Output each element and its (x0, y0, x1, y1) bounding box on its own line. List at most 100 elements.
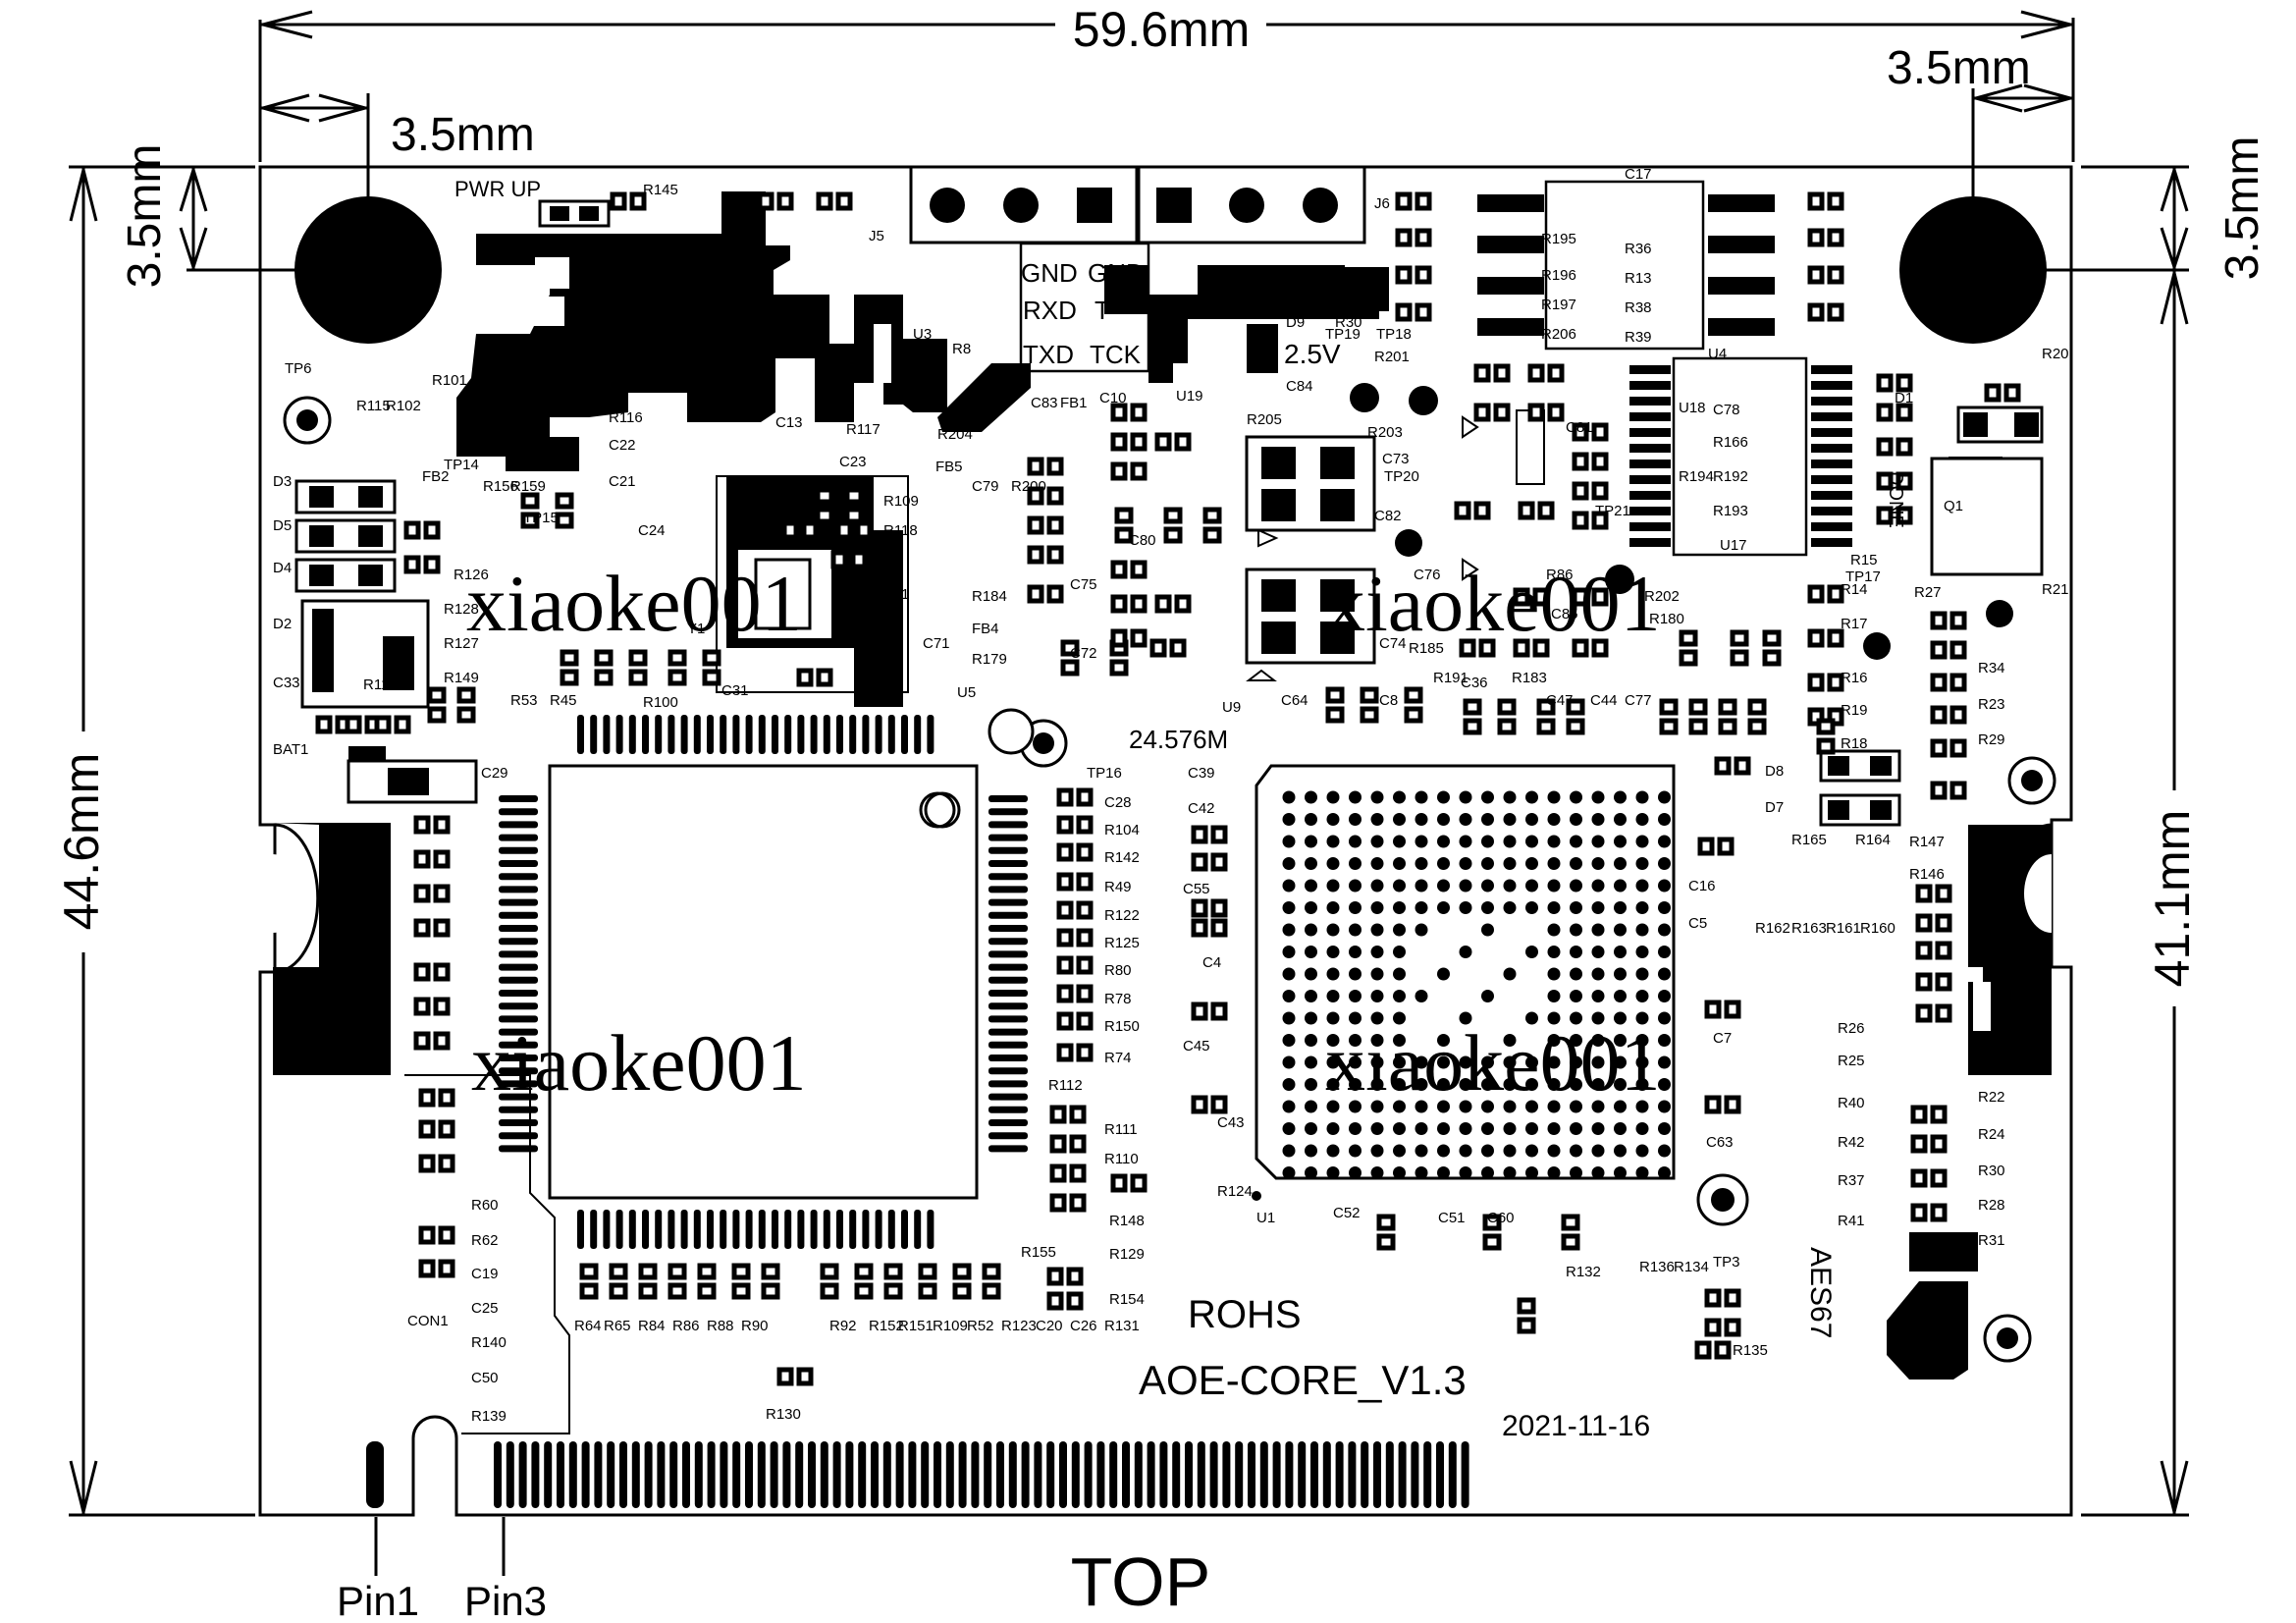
component-label: TP19 (1325, 326, 1361, 343)
component-label: R110 (1104, 1151, 1139, 1167)
component-label: C83 (1031, 395, 1058, 411)
component-label: R109 (933, 1318, 968, 1334)
component-label: R28 (1978, 1197, 2005, 1214)
component-label: D3 (273, 473, 292, 490)
component-label: D5 (273, 517, 292, 534)
component-label: R80 (1104, 962, 1132, 979)
component-label: R151 (898, 1318, 934, 1334)
component-label: R84 (638, 1318, 666, 1334)
component-label: R128 (444, 601, 479, 618)
component-label: R53 (510, 692, 538, 709)
done-label: DONE (1885, 471, 1906, 528)
component-label: C50 (471, 1370, 499, 1386)
component-label: R156 (483, 478, 518, 495)
header-j5 (909, 165, 1139, 244)
component-label: R197 (1541, 297, 1576, 313)
component-label: C79 (972, 478, 999, 495)
dim-hole-right-x: 3.5mm (1887, 42, 2031, 94)
component-label: R148 (1109, 1213, 1145, 1229)
component-label: C26 (1070, 1318, 1097, 1334)
component-label: R37 (1838, 1172, 1865, 1189)
component-label: C73 (1382, 451, 1410, 467)
dim-height: 44.6mm (54, 753, 109, 931)
mounting-hole-right (1899, 196, 2047, 344)
component-label: U9 (1222, 699, 1241, 716)
component-label: R88 (707, 1318, 734, 1334)
component-label: R90 (741, 1318, 769, 1334)
component-label: R126 (454, 567, 489, 583)
component-label: U19 (1176, 388, 1203, 405)
component-label: TP17 (1845, 568, 1881, 585)
component-label: C17 (1625, 166, 1652, 183)
component-label: C8 (1379, 692, 1398, 709)
component-label: R64 (574, 1318, 602, 1334)
component-label: J5 (869, 228, 884, 244)
pin1-label: Pin1 (337, 1578, 419, 1623)
component-label: R125 (1104, 935, 1140, 951)
component-label: R191 (1433, 670, 1468, 686)
component-label: C47 (1546, 692, 1574, 709)
component-label: C33 (273, 675, 300, 691)
component-label: R30 (1335, 314, 1362, 331)
component-label: D7 (1765, 799, 1784, 816)
component-label: TP16 (1087, 765, 1122, 782)
dim-hole-left-y: 3.5mm (119, 144, 171, 289)
component-label: R40 (1838, 1095, 1865, 1111)
component-label: FB2 (422, 468, 450, 485)
component-label: R112 (1048, 1077, 1083, 1094)
component-label: C77 (1625, 692, 1652, 709)
component-label: R179 (972, 651, 1007, 668)
jtag-box (1019, 242, 1150, 373)
component-label: R34 (1978, 660, 2005, 676)
component-label: R162 (1755, 920, 1790, 937)
component-label: C45 (1183, 1038, 1210, 1055)
component-label: R140 (471, 1334, 507, 1351)
component-label: R25 (1838, 1053, 1865, 1069)
dim-inner-height: 41.1mm (2145, 810, 2200, 988)
component-label: R136 (1639, 1259, 1675, 1275)
board-text: PWR UP GND GND RXD T TXD TCK 2.5V 24.576… (337, 177, 1906, 1623)
component-label: R161 (1826, 920, 1861, 937)
regulators (300, 435, 1376, 709)
component-label: R13 (1625, 270, 1652, 287)
component-label: R200 (1011, 478, 1046, 495)
component-label: C72 (1070, 645, 1097, 662)
component-label: TP6 (285, 360, 312, 377)
component-label: R49 (1104, 879, 1132, 895)
component-label: R116 (609, 409, 643, 426)
component-label: R14 (1841, 581, 1868, 598)
component-label: R130 (766, 1406, 801, 1423)
component-label: TP18 (1376, 326, 1412, 343)
dim-hole-right-y: 3.5mm (2216, 136, 2269, 281)
mounting-hole-left (294, 196, 442, 344)
header-j6 (1137, 165, 1366, 244)
dim-gap-top (1055, 5, 1266, 49)
component-label: R86 (672, 1318, 700, 1334)
component-label: C44 (1590, 692, 1618, 709)
component-label: R26 (1838, 1020, 1865, 1037)
dim-width: 59.6mm (1073, 2, 1251, 57)
component-label: FB4 (972, 621, 999, 637)
component-label: R131 (1104, 1318, 1140, 1334)
dim-gap-right (2150, 790, 2199, 1006)
jtag-txd: TXD (1023, 340, 1074, 369)
component-label: C22 (609, 437, 636, 454)
component-label: D9 (1286, 314, 1305, 331)
board-date: 2021-11-16 (1502, 1410, 1650, 1442)
component-label: R30 (1978, 1163, 2005, 1179)
component-label: R92 (829, 1318, 857, 1334)
component-label: R23 (1978, 696, 2005, 713)
edge-connector (366, 1441, 1469, 1508)
jtag-rxd: RXD (1023, 296, 1077, 325)
component-label: J6 (1374, 195, 1390, 212)
component-label: D1 (1895, 390, 1913, 406)
component-label: C85 (1551, 606, 1578, 622)
component-label: TP21 (1595, 503, 1630, 519)
component-label: C51 (1438, 1210, 1466, 1226)
resistor-arrays (1462, 180, 1852, 581)
component-label: R127 (444, 635, 479, 652)
component-labels: R145D6R102R115TP6R101FB2D3D5D4D2C33R126R… (273, 166, 2069, 1425)
component-label: C28 (1104, 794, 1132, 811)
component-label: R139 (471, 1408, 507, 1425)
